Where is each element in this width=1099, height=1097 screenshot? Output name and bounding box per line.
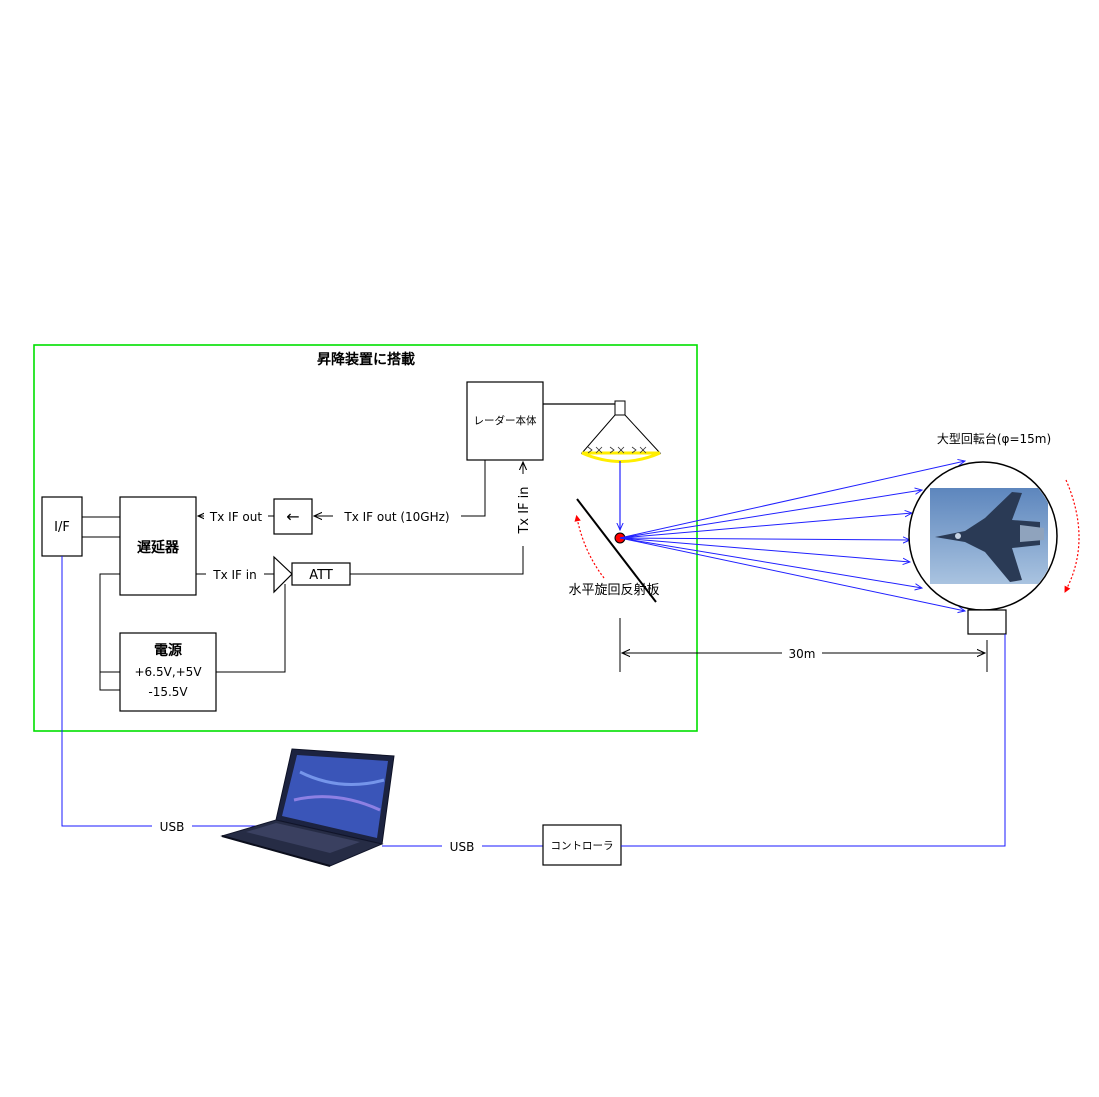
interface-block: I/F bbox=[41, 496, 83, 557]
amplifier-triangle bbox=[273, 555, 293, 594]
tx-if-in-vertical-label: Tx IF in bbox=[517, 486, 532, 534]
power-voltage-1: +6.5V,+5V bbox=[134, 665, 202, 679]
tx-if-out-label-bg bbox=[204, 506, 268, 526]
usb-line-laptop bbox=[61, 556, 268, 827]
tx-if-in-label: Tx IF in bbox=[212, 568, 256, 582]
interface-label: I/F bbox=[54, 520, 70, 535]
lift-enclosure bbox=[33, 344, 698, 732]
power-title: 電源 bbox=[154, 642, 182, 659]
beam-fan bbox=[619, 461, 965, 611]
laptop-icon bbox=[220, 748, 395, 867]
converter-arrow-icon: ← bbox=[286, 507, 299, 526]
turntable-label: 大型回転台(φ=15m) bbox=[937, 431, 1051, 446]
delay-block: 遅延器 bbox=[119, 496, 197, 596]
delay-label: 遅延器 bbox=[137, 539, 180, 556]
converter-block: ← bbox=[273, 498, 313, 535]
usb-label-controller: USB bbox=[450, 840, 475, 854]
reflector-label: 水平旋回反射板 bbox=[568, 582, 659, 598]
aircraft-photo bbox=[930, 488, 1048, 584]
power-voltage-2: -15.5V bbox=[148, 685, 188, 699]
radar-label: レーダー本体 bbox=[474, 414, 537, 427]
att-label: ATT bbox=[309, 568, 333, 583]
tx-if-out-10ghz-label: Tx IF out (10GHz) bbox=[343, 510, 449, 524]
controller-block: コントローラ bbox=[542, 824, 622, 866]
usb-label-laptop: USB bbox=[160, 820, 185, 834]
tx-if-out-label: Tx IF out bbox=[209, 510, 262, 524]
controller-label: コントローラ bbox=[551, 840, 614, 852]
turntable bbox=[908, 461, 1058, 635]
power-block: 電源 +6.5V,+5V -15.5V bbox=[119, 632, 217, 712]
reflector-rotation-arrow-icon bbox=[574, 514, 605, 579]
att-block: ATT bbox=[291, 562, 351, 586]
radar-block: レーダー本体 bbox=[466, 381, 544, 461]
enclosure-title: 昇降装置に搭載 bbox=[317, 351, 415, 368]
distance-label: 30m bbox=[789, 647, 816, 661]
controller-to-turntable-line bbox=[621, 634, 1006, 847]
horn-antenna-icon bbox=[580, 400, 662, 463]
reflector-plate bbox=[576, 498, 657, 603]
turntable-rotation-arrow-icon bbox=[1064, 479, 1080, 593]
